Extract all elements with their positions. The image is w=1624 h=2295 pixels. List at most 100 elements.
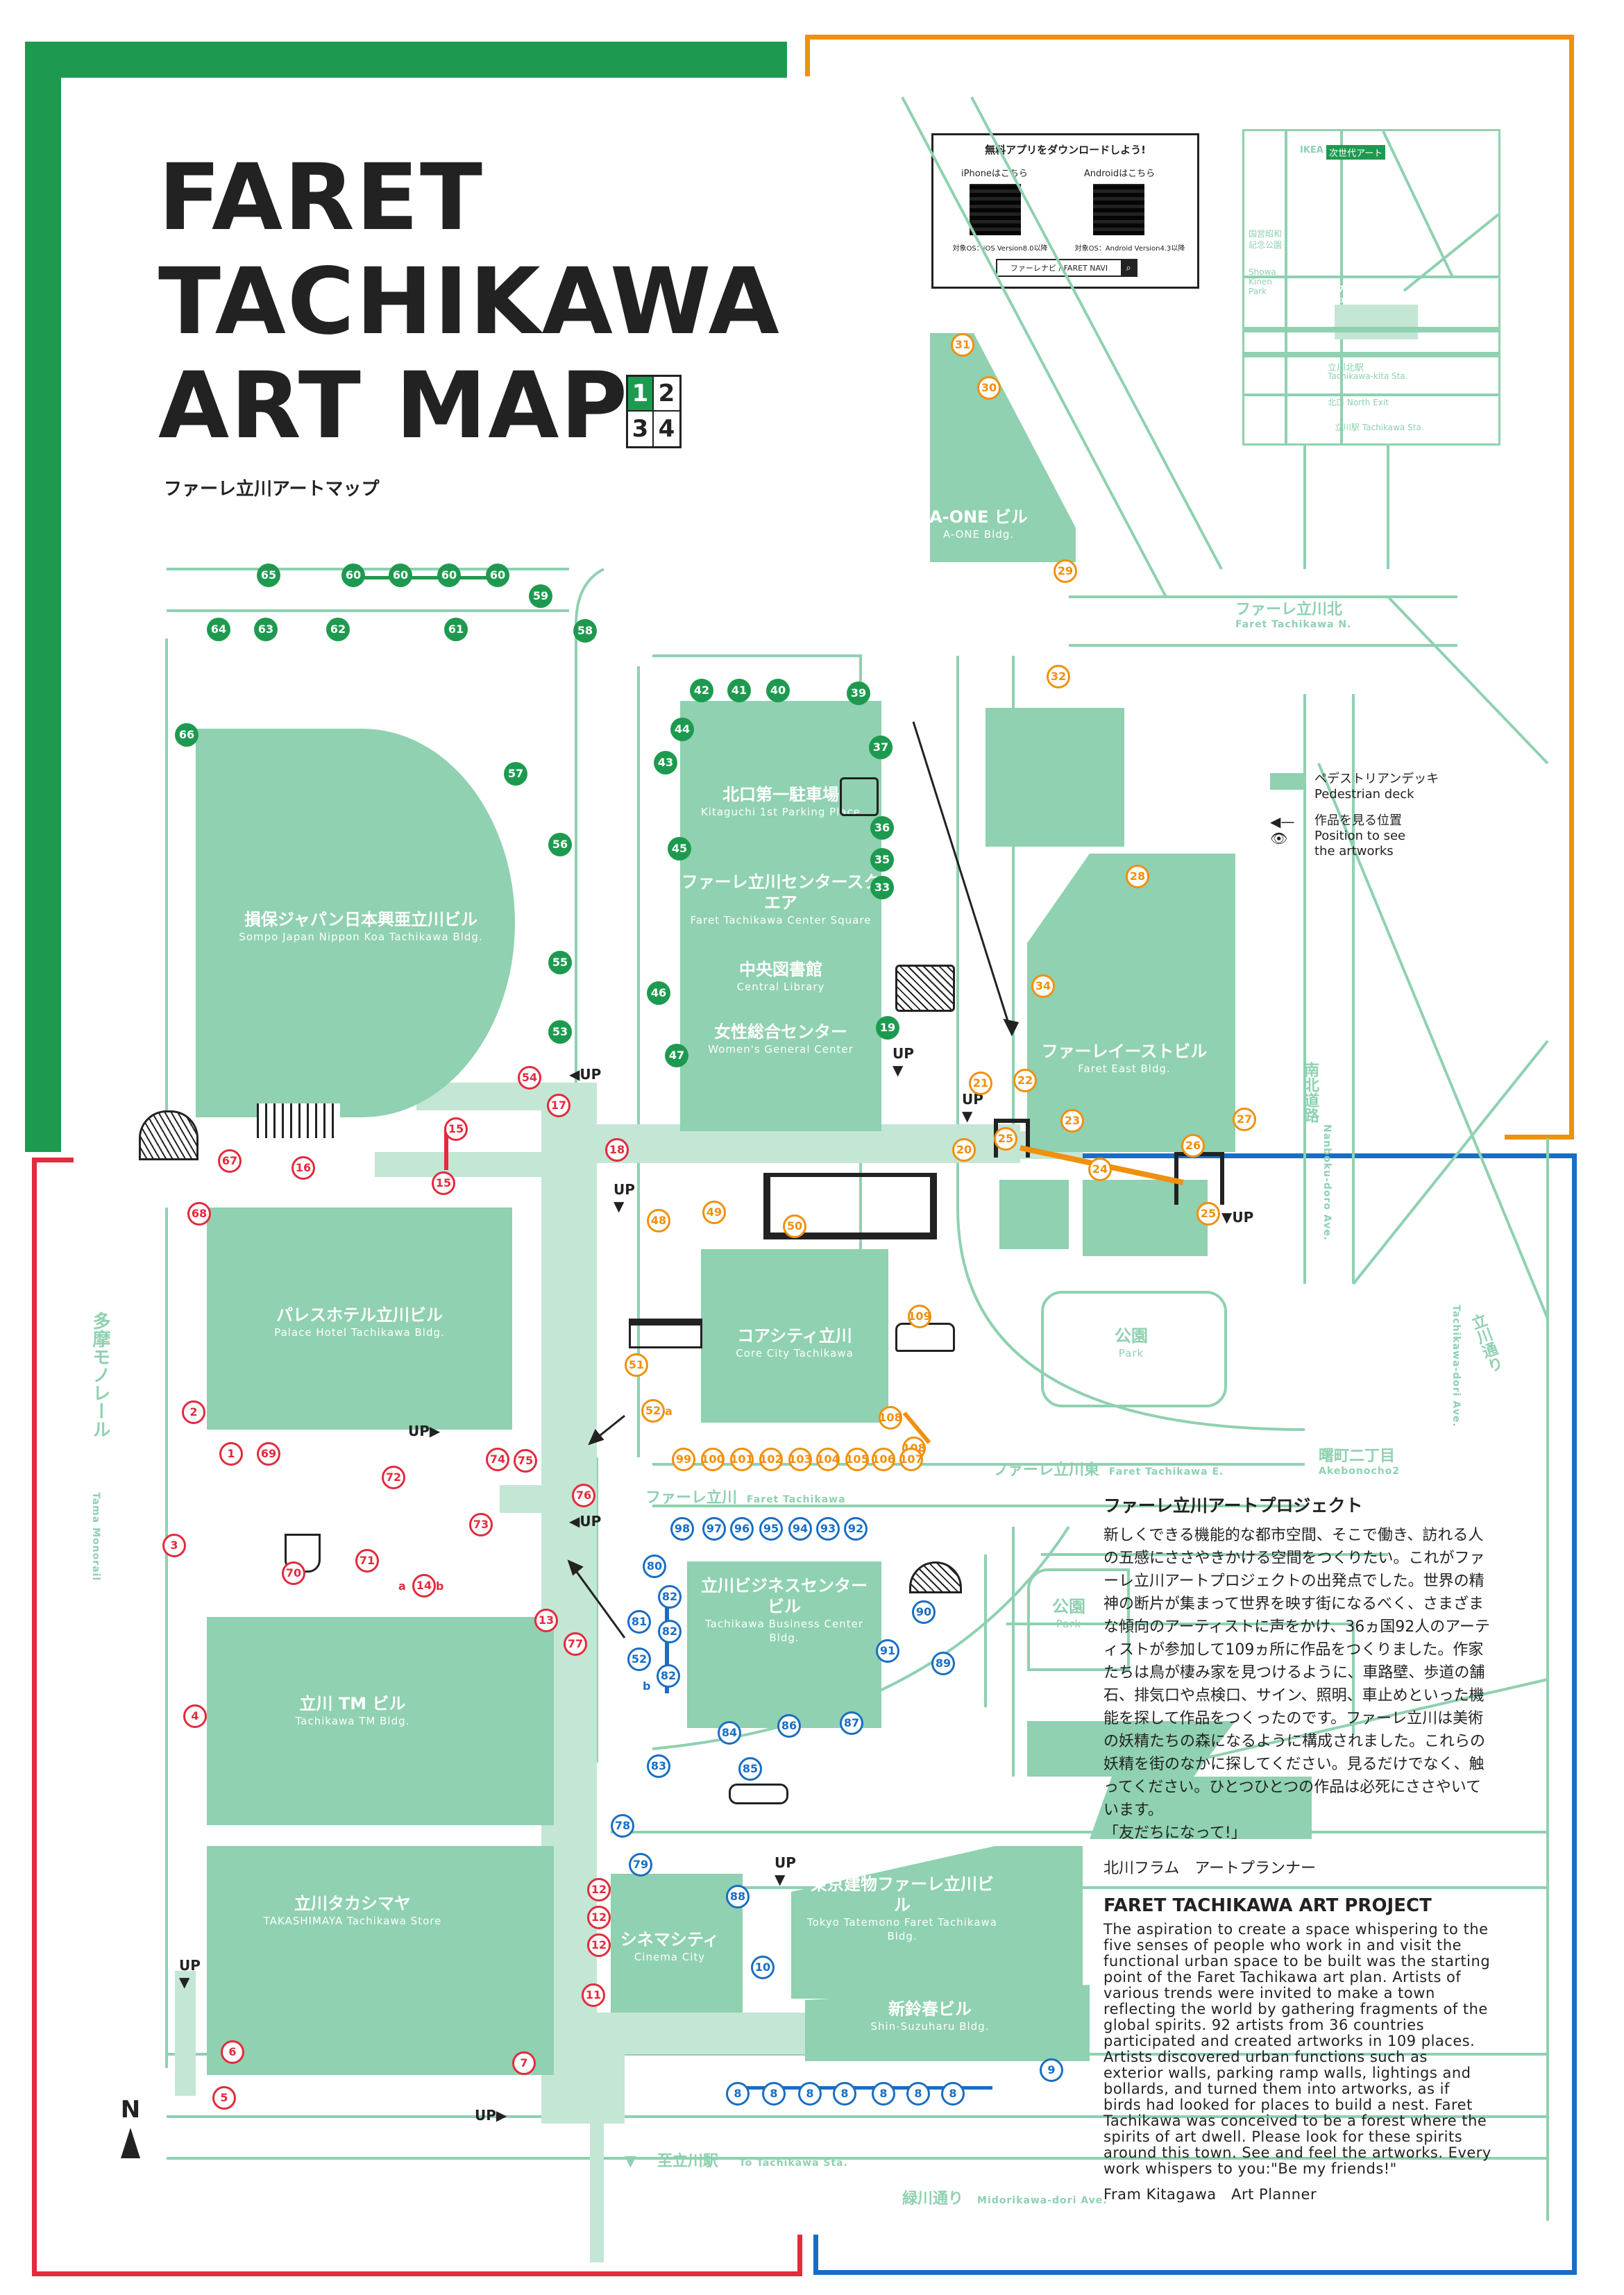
artwork-marker-green-60[interactable]: 60	[486, 564, 509, 587]
artwork-marker-green-63[interactable]: 63	[254, 618, 278, 641]
section-1-cell[interactable]: 1	[628, 377, 654, 412]
building-corecity[interactable]	[701, 1249, 888, 1423]
artwork-marker-blue-84[interactable]: 84	[718, 1721, 741, 1745]
artwork-marker-blue-8[interactable]: 8	[906, 2082, 930, 2106]
artwork-marker-orange-27[interactable]: 27	[1233, 1108, 1256, 1131]
artwork-marker-red-16[interactable]: 16	[291, 1156, 315, 1180]
app-search-field[interactable]: ファーレナビ / FARET NAVI ⌕	[996, 259, 1137, 277]
artwork-marker-blue-52[interactable]: 52	[627, 1648, 651, 1671]
artwork-marker-red-75[interactable]: 75	[514, 1449, 537, 1473]
artwork-marker-orange-102[interactable]: 102	[759, 1448, 783, 1471]
artwork-marker-blue-86[interactable]: 86	[777, 1714, 801, 1738]
artwork-marker-red-1[interactable]: 1	[219, 1442, 243, 1466]
artwork-marker-orange-28[interactable]: 28	[1126, 865, 1149, 888]
building-south-east-2[interactable]	[1090, 1777, 1312, 1839]
building-faret-east-north[interactable]	[986, 708, 1124, 847]
artwork-marker-red-15[interactable]: 15	[444, 1117, 468, 1141]
artwork-marker-orange-100[interactable]: 100	[701, 1448, 725, 1471]
artwork-marker-blue-88[interactable]: 88	[726, 1885, 750, 1908]
artwork-marker-orange-49[interactable]: 49	[702, 1201, 726, 1224]
artwork-marker-orange-23[interactable]: 23	[1060, 1109, 1084, 1133]
artwork-marker-orange-107[interactable]: 107	[899, 1448, 923, 1471]
artwork-marker-green-57[interactable]: 57	[504, 762, 527, 786]
park-2[interactable]	[1027, 1568, 1130, 1671]
artwork-marker-orange-26[interactable]: 26	[1181, 1134, 1205, 1158]
artwork-marker-orange-52[interactable]: 52	[641, 1399, 665, 1423]
artwork-marker-red-5[interactable]: 5	[212, 2086, 236, 2110]
artwork-marker-red-12[interactable]: 12	[587, 1878, 611, 1902]
artwork-marker-red-6[interactable]: 6	[221, 2040, 244, 2064]
artwork-marker-blue-93[interactable]: 93	[816, 1517, 840, 1541]
artwork-marker-orange-29[interactable]: 29	[1054, 559, 1077, 583]
artwork-marker-red-74[interactable]: 74	[486, 1448, 509, 1471]
artwork-marker-blue-8[interactable]: 8	[833, 2082, 856, 2106]
artwork-marker-green-33[interactable]: 33	[870, 876, 894, 899]
artwork-marker-blue-96[interactable]: 96	[730, 1517, 754, 1541]
artwork-marker-green-60[interactable]: 60	[389, 564, 412, 587]
iphone-qr-code[interactable]	[970, 184, 1021, 235]
artwork-marker-orange-22[interactable]: 22	[1013, 1069, 1037, 1092]
artwork-marker-orange-101[interactable]: 101	[730, 1448, 754, 1471]
artwork-marker-green-44[interactable]: 44	[670, 718, 694, 741]
artwork-marker-blue-94[interactable]: 94	[788, 1517, 812, 1541]
artwork-marker-red-12[interactable]: 12	[587, 1906, 611, 1929]
artwork-marker-orange-109[interactable]: 109	[908, 1305, 931, 1328]
artwork-marker-blue-8[interactable]: 8	[726, 2082, 750, 2106]
artwork-marker-blue-8[interactable]: 8	[872, 2082, 895, 2106]
artwork-marker-green-61[interactable]: 61	[444, 618, 468, 641]
artwork-marker-blue-80[interactable]: 80	[643, 1555, 666, 1578]
artwork-marker-green-56[interactable]: 56	[548, 833, 572, 856]
building-business[interactable]	[687, 1561, 881, 1728]
artwork-marker-blue-79[interactable]: 79	[629, 1853, 652, 1877]
artwork-marker-green-36[interactable]: 36	[870, 816, 894, 840]
artwork-marker-green-41[interactable]: 41	[727, 679, 751, 702]
artwork-marker-red-11[interactable]: 11	[582, 1983, 605, 2007]
artwork-marker-green-45[interactable]: 45	[668, 837, 691, 861]
artwork-marker-green-19[interactable]: 19	[876, 1016, 899, 1040]
artwork-marker-blue-95[interactable]: 95	[759, 1517, 783, 1541]
artwork-marker-red-12[interactable]: 12	[587, 1933, 611, 1957]
artwork-marker-orange-51[interactable]: 51	[625, 1353, 648, 1377]
artwork-marker-orange-108[interactable]: 108	[879, 1406, 902, 1430]
artwork-marker-blue-8[interactable]: 8	[798, 2082, 822, 2106]
artwork-marker-orange-106[interactable]: 106	[872, 1448, 895, 1471]
artwork-marker-orange-32[interactable]: 32	[1047, 665, 1070, 688]
park-1[interactable]	[1041, 1291, 1227, 1407]
artwork-marker-orange-25[interactable]: 25	[994, 1127, 1017, 1151]
artwork-marker-orange-30[interactable]: 30	[977, 376, 1001, 400]
artwork-marker-orange-24[interactable]: 24	[1088, 1158, 1112, 1181]
artwork-marker-red-18[interactable]: 18	[605, 1138, 629, 1162]
artwork-marker-blue-82[interactable]: 82	[658, 1585, 682, 1609]
artwork-marker-blue-92[interactable]: 92	[844, 1517, 868, 1541]
section-grid[interactable]: 1 2 3 4	[626, 375, 682, 448]
building-kitaguchi[interactable]	[680, 701, 881, 1131]
artwork-marker-blue-10[interactable]: 10	[751, 1956, 775, 1979]
artwork-marker-green-60[interactable]: 60	[437, 564, 461, 587]
android-qr-code[interactable]	[1093, 184, 1144, 235]
artwork-marker-red-4[interactable]: 4	[183, 1704, 207, 1728]
building-palace[interactable]	[207, 1208, 512, 1430]
artwork-marker-green-43[interactable]: 43	[654, 751, 677, 774]
artwork-marker-green-40[interactable]: 40	[766, 679, 790, 702]
artwork-marker-red-17[interactable]: 17	[547, 1094, 570, 1117]
section-4-cell[interactable]: 4	[658, 415, 675, 443]
building-sompo[interactable]	[196, 729, 515, 1117]
artwork-marker-red-69[interactable]: 69	[257, 1442, 280, 1466]
artwork-marker-red-77[interactable]: 77	[564, 1632, 587, 1656]
artwork-marker-blue-97[interactable]: 97	[702, 1517, 726, 1541]
section-2-cell[interactable]: 2	[654, 377, 679, 412]
building-east-small-2[interactable]	[1083, 1180, 1208, 1256]
artwork-marker-orange-48[interactable]: 48	[647, 1209, 670, 1233]
artwork-marker-blue-98[interactable]: 98	[670, 1517, 694, 1541]
artwork-marker-green-60[interactable]: 60	[341, 564, 365, 587]
artwork-marker-orange-20[interactable]: 20	[952, 1138, 976, 1162]
artwork-marker-red-13[interactable]: 13	[534, 1609, 558, 1632]
artwork-marker-blue-8[interactable]: 8	[941, 2082, 965, 2106]
artwork-marker-green-66[interactable]: 66	[175, 723, 198, 747]
artwork-marker-blue-9[interactable]: 9	[1040, 2058, 1063, 2082]
artwork-marker-red-73[interactable]: 73	[469, 1513, 493, 1536]
artwork-marker-green-35[interactable]: 35	[870, 848, 894, 872]
artwork-marker-red-2[interactable]: 2	[182, 1400, 205, 1424]
artwork-marker-orange-105[interactable]: 105	[845, 1448, 869, 1471]
artwork-marker-green-64[interactable]: 64	[207, 618, 230, 641]
